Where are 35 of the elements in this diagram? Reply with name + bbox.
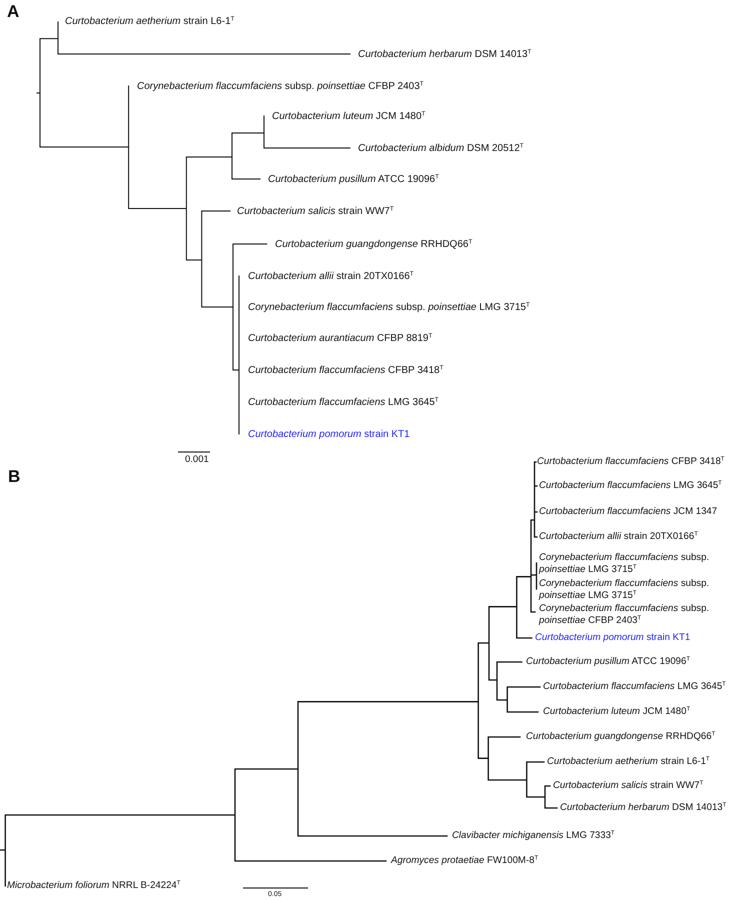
taxon-label: Corynebacterium flaccumfaciens subsp. poinsettiae LMG 3715$^{T}$ [539,552,710,576]
taxon-label: Curtobacterium albidum DSM 20512$^{T}$ [358,142,524,154]
taxon-label: Curtobacterium luteum JCM 1480$^{T}$ [543,706,690,718]
taxon-label: Curtobacterium salicis strain WW7$^{T}$ [237,206,394,216]
taxon-label: Curtobacterium pomorum strain KT1 [248,428,410,440]
scale-label: 0.001 [185,454,209,466]
taxon-label: Curtobacterium flaccumfaciens CFBP 3418$^{T}$ [248,364,444,376]
taxon-label: Curtobacterium flaccumfaciens JCM 1347 [539,506,718,518]
taxon-label: Curtobacterium pusillum ATCC 19096$^{T}$ [526,656,690,668]
taxon-label: Curtobacterium guangdongense RRHDQ66$^{T}$ [275,238,472,250]
taxon-label: Curtobacterium salicis strain WW7$^{T}$ [553,780,704,792]
taxon-label: Corynebacterium flaccumfaciens subsp. poinsettiae CFBP 2403$^{T}$ [539,603,710,626]
taxon-label: Curtobacterium pusillum ATCC 19096$^{T}$ [268,174,439,184]
taxon-label: Curtobacterium herbarum DSM 14013$^{T}$ [358,48,532,60]
taxon-label: Curtobacterium aetherium strain L6-1$^{T}$ [547,756,710,768]
taxon-label: Curtobacterium flaccumfaciens LMG 3645$^{T}$ [543,682,726,692]
taxon-label: Corynebacterium flaccumfaciens subsp. poinsettiae CFBP 2403$^{T}$ [137,80,424,92]
taxon-label: Curtobacterium flaccumfaciens CFBP 3418$^{T}$ [537,456,724,468]
taxon-label: Agromyces protaetiae FW100M-8$^{T}$ [391,856,538,866]
taxon-label: Curtobacterium aetherium strain L6-1$^{T}$ [65,16,234,26]
panel-letter: A [7,2,20,22]
taxon-label: Corynebacterium flaccumfaciens subsp. poinsettiae LMG 3715$^{T}$ [248,302,530,312]
taxon-label: Clavibacter michiganensis LMG 7333$^{T}$ [452,830,615,842]
taxon-label: Curtobacterium allii strain 20TX0166$^{T}$ [248,270,414,282]
taxon-label: Curtobacterium guangdongense RRHDQ66$^{T}$ [526,732,716,742]
taxon-label: Curtobacterium flaccumfaciens LMG 3645$^{T}$ [539,480,722,492]
taxon-label: Curtobacterium allii strain 20TX0166$^{T}$ [539,532,698,542]
taxon-label: Curtobacterium pomorum strain KT1 [535,632,690,644]
panel-letter: B [8,468,20,486]
taxon-label: Curtobacterium flaccumfaciens LMG 3645$^{T}$ [248,396,439,408]
taxon-label: Curtobacterium aurantiacum CFBP 8819$^{T}$ [248,332,432,344]
taxon-label: Microbacterium foliorum NRRL B-24224$^{T}$ [7,880,180,892]
taxon-label: Curtobacterium herbarum DSM 14013$^{T}$ [560,802,726,814]
taxon-label: Corynebacterium flaccumfaciens subsp. poinsettiae LMG 3715$^{T}$ [539,578,710,602]
taxon-label: Curtobacterium luteum JCM 1480$^{T}$ [272,110,426,122]
